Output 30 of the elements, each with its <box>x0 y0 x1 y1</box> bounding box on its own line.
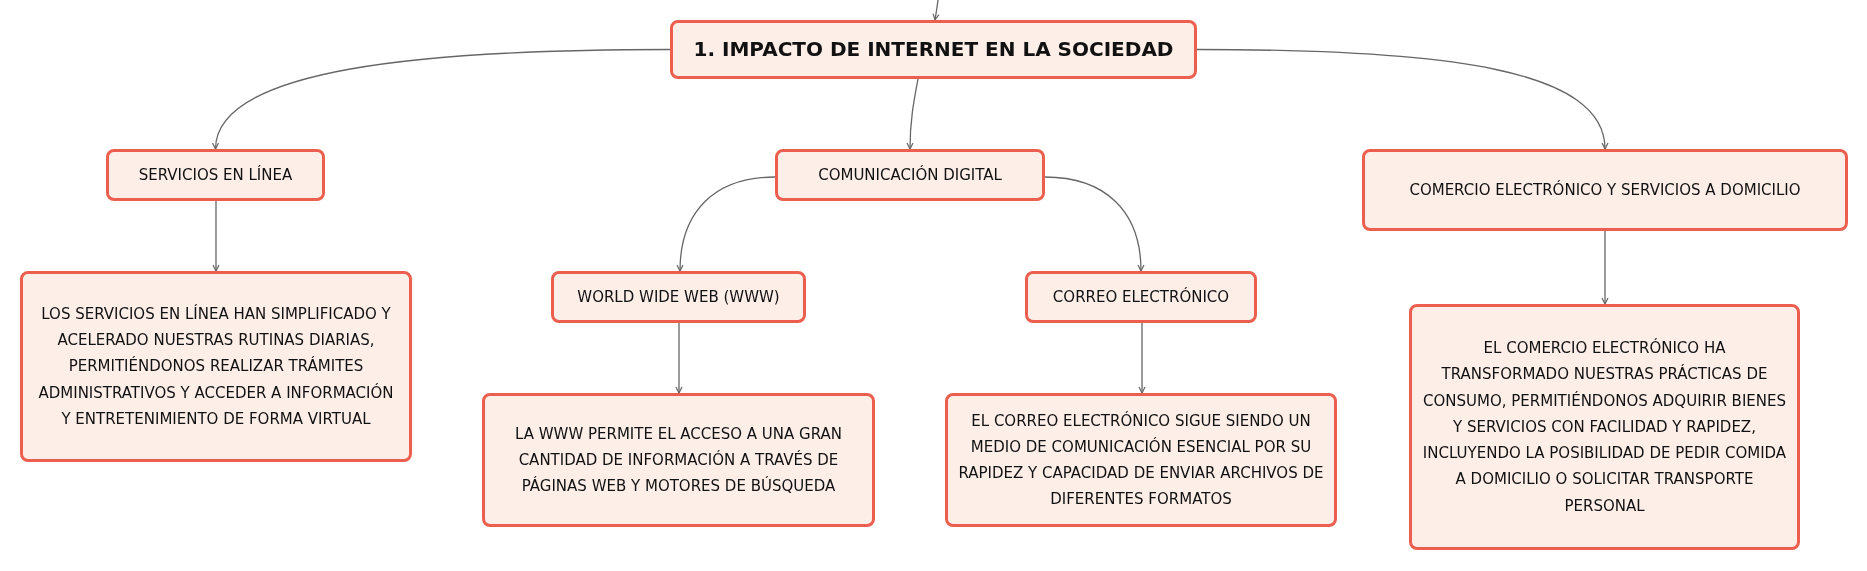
connector-arrow <box>1601 230 1609 305</box>
node-text: COMUNICACIÓN DIGITAL <box>818 164 1002 186</box>
topic-box <box>670 20 1197 79</box>
connector-arrow <box>1044 176 1145 272</box>
concept-box <box>1409 304 1800 550</box>
node-text: EL CORREO ELECTRÓNICO SIGUE SIENDO UN MEDIO DE COMUNICACIÓN ESENCIAL POR SU RAPIDEZ Y CAPACIDAD DE ENVIAR ARCHIVOS DE DIFERENTES FORMATOS <box>958 410 1324 511</box>
node-text: CORREO ELECTRÓNICO <box>1052 286 1230 308</box>
node-text: LA WWW PERMITE EL ACCESO A UNA GRAN CANTIDAD DE INFORMACIÓN A TRAVÉS DE PÁGINAS WEB Y MOTORES DE BÚSQUEDA <box>514 423 843 498</box>
concept-box <box>20 271 412 462</box>
node-text: EL COMERCIO ELECTRÓNICO HA TRANSFORMADO NUESTRAS PRÁCTICAS DE CONSUMO, PERMITIÉNDONOS ADQUIRIR BIENES Y SERVICIOS CON FACILIDAD Y RAPIDEZ, INCLUYENDO LA POSIBILIDAD DE PEDIR COMIDA A DOMICILIO O SOLICITAR TRANSPORTE PERSONAL <box>1422 337 1787 517</box>
concept-box <box>551 271 806 323</box>
connector-arrow <box>675 322 683 394</box>
concept-box <box>482 393 875 527</box>
connector-arrow <box>1196 48 1608 150</box>
concept-box <box>1025 271 1257 323</box>
connector-arrow <box>213 48 671 150</box>
connector-arrow <box>676 176 776 272</box>
connector-arrow <box>212 200 220 272</box>
concept-box <box>106 149 325 201</box>
connector-arrow <box>932 0 940 21</box>
node-text: WORLD WIDE WEB (WWW) <box>577 286 780 308</box>
node-text: 1. IMPACTO DE INTERNET EN LA SOCIEDAD <box>693 36 1174 63</box>
connector-arrow <box>906 78 919 150</box>
concept-box <box>1362 149 1848 231</box>
concept-box <box>775 149 1045 201</box>
node-text: LOS SERVICIOS EN LÍNEA HAN SIMPLIFICADO Y ACELERADO NUESTRAS RUTINAS DIARIAS, PERMITIÉNDONOS REALIZAR TRÁMITES ADMINISTRATIVOS Y ACCEDER A INFORMACIÓN Y ENTRETENIMIENTO DE FORMA VIRTUAL <box>37 303 395 430</box>
node-text: COMERCIO ELECTRÓNICO Y SERVICIOS A DOMICILIO <box>1409 179 1801 201</box>
concept-box <box>945 393 1337 527</box>
connector-arrow <box>1138 322 1146 394</box>
node-text: SERVICIOS EN LÍNEA <box>138 164 293 186</box>
